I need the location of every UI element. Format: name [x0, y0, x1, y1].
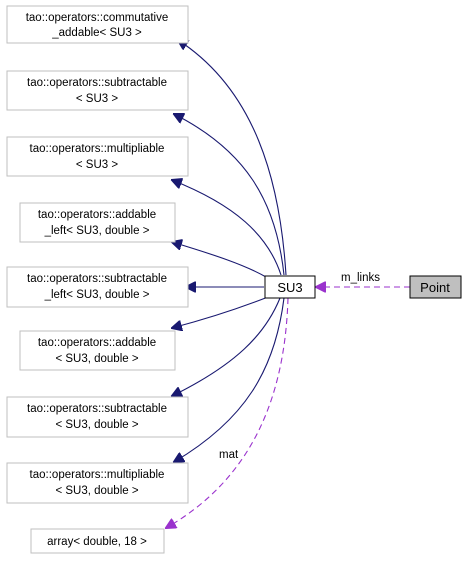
- node-label-line2: _left< SU3, double >: [44, 225, 150, 237]
- node-multipliable-double[interactable]: tao::operators::multipliable < SU3, doub…: [6, 462, 189, 504]
- node-label-line1: tao::operators::addable: [38, 209, 156, 221]
- node-label-line2: < SU3, double >: [55, 485, 138, 497]
- node-su3[interactable]: SU3: [264, 275, 316, 299]
- edge-label-m-links: m_links: [341, 272, 380, 284]
- edge-su3-multipliable: [172, 180, 282, 276]
- node-commutative-addable[interactable]: tao::operators::commutative _addable< SU…: [6, 5, 189, 44]
- node-label-line1: tao::operators::multipliable: [30, 469, 165, 481]
- node-label-line2: _addable< SU3 >: [51, 27, 142, 39]
- node-label-line2: < SU3 >: [76, 159, 118, 171]
- node-label-line1: tao::operators::subtractable: [27, 273, 167, 285]
- node-point[interactable]: Point: [409, 275, 462, 299]
- node-label-line2: _left< SU3, double >: [44, 289, 150, 301]
- node-label: SU3: [277, 280, 302, 295]
- node-addable-left[interactable]: tao::operators::addable _left< SU3, doub…: [19, 202, 176, 243]
- node-subtractable-double[interactable]: tao::operators::subtractable < SU3, doub…: [6, 396, 189, 438]
- node-addable-double[interactable]: tao::operators::addable < SU3, double >: [19, 330, 176, 371]
- node-label-line2: < SU3 >: [76, 93, 118, 105]
- node-label-line1: tao::operators::subtractable: [27, 403, 167, 415]
- inheritance-edges: [172, 40, 287, 462]
- edge-su3-subtractable: [174, 114, 285, 276]
- node-label-line1: tao::operators::addable: [38, 337, 156, 349]
- node-label-line1: tao::operators::commutative: [26, 12, 169, 24]
- node-subtractable-left[interactable]: tao::operators::subtractable _left< SU3,…: [6, 266, 189, 308]
- node-subtractable[interactable]: tao::operators::subtractable < SU3 >: [6, 70, 189, 111]
- member-edges: [166, 287, 410, 528]
- edge-su3-addable-double: [172, 296, 269, 328]
- node-label-line2: < SU3, double >: [55, 419, 138, 431]
- node-label: Point: [420, 280, 450, 295]
- node-label-line1: tao::operators::subtractable: [27, 77, 167, 89]
- edge-su3-commutative-addable: [178, 40, 287, 276]
- node-multipliable[interactable]: tao::operators::multipliable < SU3 >: [6, 136, 189, 177]
- edge-label-mat: mat: [219, 449, 239, 461]
- edge-su3-addable-left: [172, 242, 267, 278]
- edge-su3-multipliable-double: [174, 297, 285, 462]
- node-label-line1: tao::operators::multipliable: [30, 143, 165, 155]
- edge-su3-subtractable-double: [172, 297, 281, 396]
- node-array[interactable]: array< double, 18 >: [30, 528, 165, 554]
- node-label: array< double, 18 >: [47, 536, 147, 548]
- node-label-line2: < SU3, double >: [55, 353, 138, 365]
